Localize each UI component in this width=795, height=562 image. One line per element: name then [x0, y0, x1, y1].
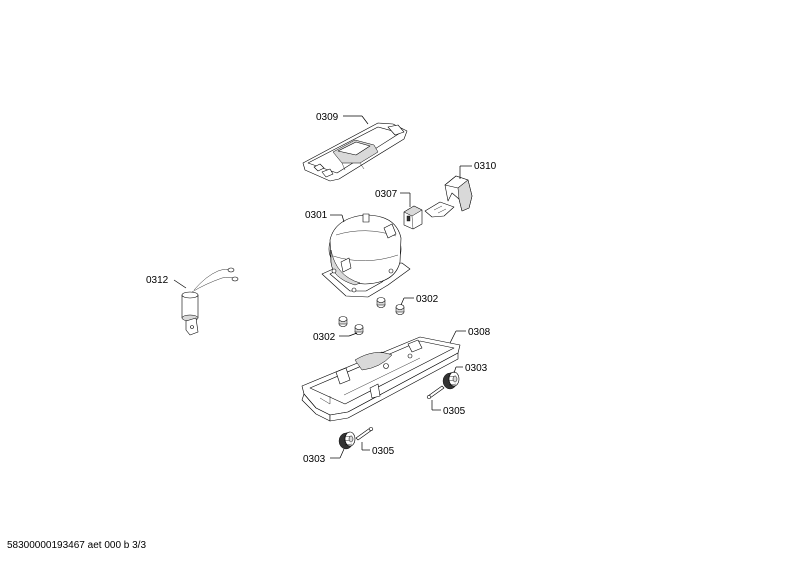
- label-0307: 0307: [375, 189, 398, 200]
- label-0305-right: 0305: [443, 406, 466, 417]
- part-0305-pin-right[interactable]: [426, 385, 445, 399]
- label-0305-left: 0305: [372, 446, 395, 457]
- label-0308: 0308: [468, 327, 491, 338]
- part-0308-base-plate[interactable]: [301, 336, 461, 422]
- leader-0312: [173, 279, 187, 289]
- part-0309-cover[interactable]: [302, 122, 408, 182]
- label-0312: 0312: [146, 275, 169, 286]
- label-0303-left: 0303: [303, 454, 326, 465]
- part-0301-compressor[interactable]: [321, 213, 411, 298]
- label-0301: 0301: [305, 210, 328, 221]
- part-0307-relay[interactable]: [403, 205, 423, 230]
- leader-0309-tip: [361, 115, 369, 125]
- part-0305-pin-left[interactable]: [355, 427, 374, 441]
- part-0303-nut-right[interactable]: [442, 371, 460, 390]
- leader-0303-left-tip: [339, 448, 345, 459]
- leader-0303-right-tip: [453, 366, 457, 374]
- label-0302-lower: 0302: [313, 332, 336, 343]
- label-0310: 0310: [474, 161, 497, 172]
- leader-0302-upper-tip: [400, 297, 405, 306]
- label-0303-right: 0303: [465, 363, 488, 374]
- part-0302-grommet-upper[interactable]: [376, 297, 405, 315]
- part-0302-grommet-lower[interactable]: [338, 316, 364, 335]
- leader-0301-tip: [341, 214, 345, 223]
- leader-0308-tip: [449, 330, 457, 344]
- label-0302-upper: 0302: [416, 294, 439, 305]
- part-0303-nut-left[interactable]: [338, 431, 356, 450]
- leader-0302-lower-tip: [348, 332, 358, 337]
- label-0309: 0309: [316, 112, 339, 123]
- part-0310-relay-cover[interactable]: [424, 175, 473, 218]
- part-0312-capacitor[interactable]: [181, 267, 239, 336]
- document-id-footer: 58300000193467 aet 000 b 3/3: [7, 540, 147, 551]
